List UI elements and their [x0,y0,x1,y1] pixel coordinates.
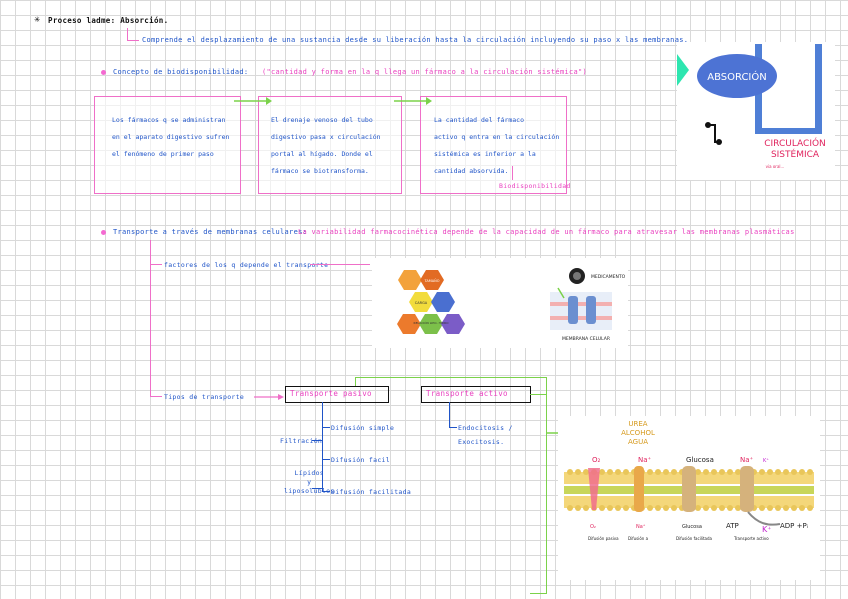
passive-tree-branch [322,491,330,493]
membrana-label: MEMBRANA CELULAR [562,336,610,342]
green-connector-bottom [530,593,547,595]
active-tree-branch [449,427,457,429]
bio-box-3-label: Biodisponibilidad [499,182,571,190]
agua-label: AGUA [628,438,648,446]
caption-3: Difusión facilitada [676,536,713,541]
lipids-line: liposolubles [284,487,335,495]
green-connector-right [546,377,548,594]
bio-box-3 [420,96,567,194]
title-star: ✳ [34,14,41,25]
alcohol-label: ALCOHOL [621,429,655,437]
bio-box-1-line: el fenómeno de primer paso [112,150,214,158]
page-title: Proceso ladme: Absorción. [48,16,169,25]
hex-label-relacion: RELACIÓN LIPO- HIDRO [413,320,449,325]
passive-item-3: Difusión facilitada [331,488,412,496]
membrane-transport-diagram: UREA ALCOHOL AGUA O₂ Na⁺ Glucosa Na⁺ K⁺ [558,416,820,580]
circulation-label-1: CIRCULACIÓN [764,137,826,149]
na-label: Na⁺ [638,456,652,464]
bio-box-3-line: sistémica es inferior a la [434,150,536,158]
bio-box-3-line: activo q entra en la circulación [434,133,560,141]
bullet-transport [101,230,106,235]
absorption-diagram: ABSORCIÓN CIRCULACIÓN SISTÉMICA via oral… [677,42,835,180]
passive-item-1: Difusión simple [331,424,395,432]
bullet-bio [101,70,106,75]
bio-box-1-text: Los fármacos q se administran en el apar… [112,112,229,163]
bio-box-3-line: La cantidad del fármaco [434,116,525,124]
adp-label: ADP +Pᵢ [780,522,808,530]
absorption-caption: via oral... [766,164,785,169]
passive-transport-label: Transporte pasivo [290,389,372,398]
lipids-line: Lípidos [294,469,325,477]
bottom-na-label: Na⁺ [636,524,646,530]
caption-2: Difusión a [628,536,649,541]
bio-heading: Concepto de biodisponibilidad: [113,68,249,76]
lipids-label: Lípidos y liposolubles [284,469,335,496]
caption-4: Transporte activo [733,536,769,541]
bio-label-arrow [512,166,514,180]
bio-box-3-text: La cantidad del fármaco activo q entra e… [434,112,559,180]
bio-quote: ("cantidad y forma en la q llega un fárm… [262,68,588,76]
lipids-connector [312,488,322,490]
lipids-line: y [307,478,312,486]
bio-box-2 [258,96,402,194]
bio-box-2-line: El drenaje venoso del tubo [271,116,373,124]
active-item-line-2: Exocitosis. [458,438,505,446]
absorption-ellipse-label: ABSORCIÓN [707,70,766,83]
factors-diagram: TAMAÑO CARGA RELACIÓN LIPO- HIDRO MEDICA… [372,258,628,348]
types-connector [150,396,162,398]
atp-label: ATP [726,522,739,530]
arrow-right-icon [394,97,432,105]
passive-tree-branch [322,427,330,429]
urea-label: UREA [628,420,647,428]
bio-box-1-line: Los fármacos q se administran [112,116,226,124]
active-item-line-1: Endocitosis / [458,424,513,432]
definition-text: Comprende el desplazamiento de una susta… [142,36,689,44]
arrow-right-icon [234,97,272,105]
k-label: K⁺ [762,525,771,534]
bio-box-2-text: El drenaje venoso del tubo digestivo pas… [271,112,381,180]
factors-label: factores de los q depende el transporte [164,261,329,269]
hex-label-carga: CARGA [415,301,428,305]
bio-box-2-line: digestivo pasa x circulación [271,133,381,141]
k-top-label: K⁺ [763,458,769,464]
bottom-glucosa-label: Glucosa [682,524,702,530]
arrow-right-icon [254,394,284,400]
filtration-label: Filtración [280,437,323,445]
green-connector-left [355,377,357,386]
types-label: Tipos de transporte [164,393,245,401]
definition-connector-h [127,40,139,42]
na2-label: Na⁺ [740,456,754,464]
bio-box-2-line: fármaco se biotransforma. [271,167,369,175]
hex-label-tamano: TAMAÑO [423,278,439,283]
factors-connector [150,264,162,266]
bio-box-2-line: portal al hígado. Donde el [271,150,373,158]
transport-heading: Transporte a través de membranas celular… [113,228,308,236]
active-tree-line [449,402,451,428]
circulation-label-2: SISTÉMICA [771,148,820,160]
medicamento-label: MEDICAMENTO [591,274,626,280]
transport-connector [150,240,152,396]
bio-box-1-line: en el aparato digestivo sufren [112,133,230,141]
bottom-o2-label: O₂ [590,524,596,530]
passive-transport-box [285,386,389,403]
caption-1: Difusión pasiva [588,536,619,541]
green-connector-top [355,377,547,379]
bio-box-1 [94,96,241,194]
passive-tree-line [322,402,324,492]
o2-label: O₂ [592,456,601,464]
passive-item-2: Difusión facil [331,456,390,464]
glucosa-label: Glucosa [686,456,714,464]
green-connector-active [530,394,547,396]
active-transport-label: Transporte activo [426,389,508,398]
bio-box-3-line: cantidad absorvida. [434,167,509,175]
definition-connector [127,28,129,40]
passive-tree-branch [322,459,330,461]
filtration-connector [312,440,322,442]
factors-connector-2 [310,264,370,266]
transport-text: La variabilidad farmacocinética depende … [298,228,795,236]
